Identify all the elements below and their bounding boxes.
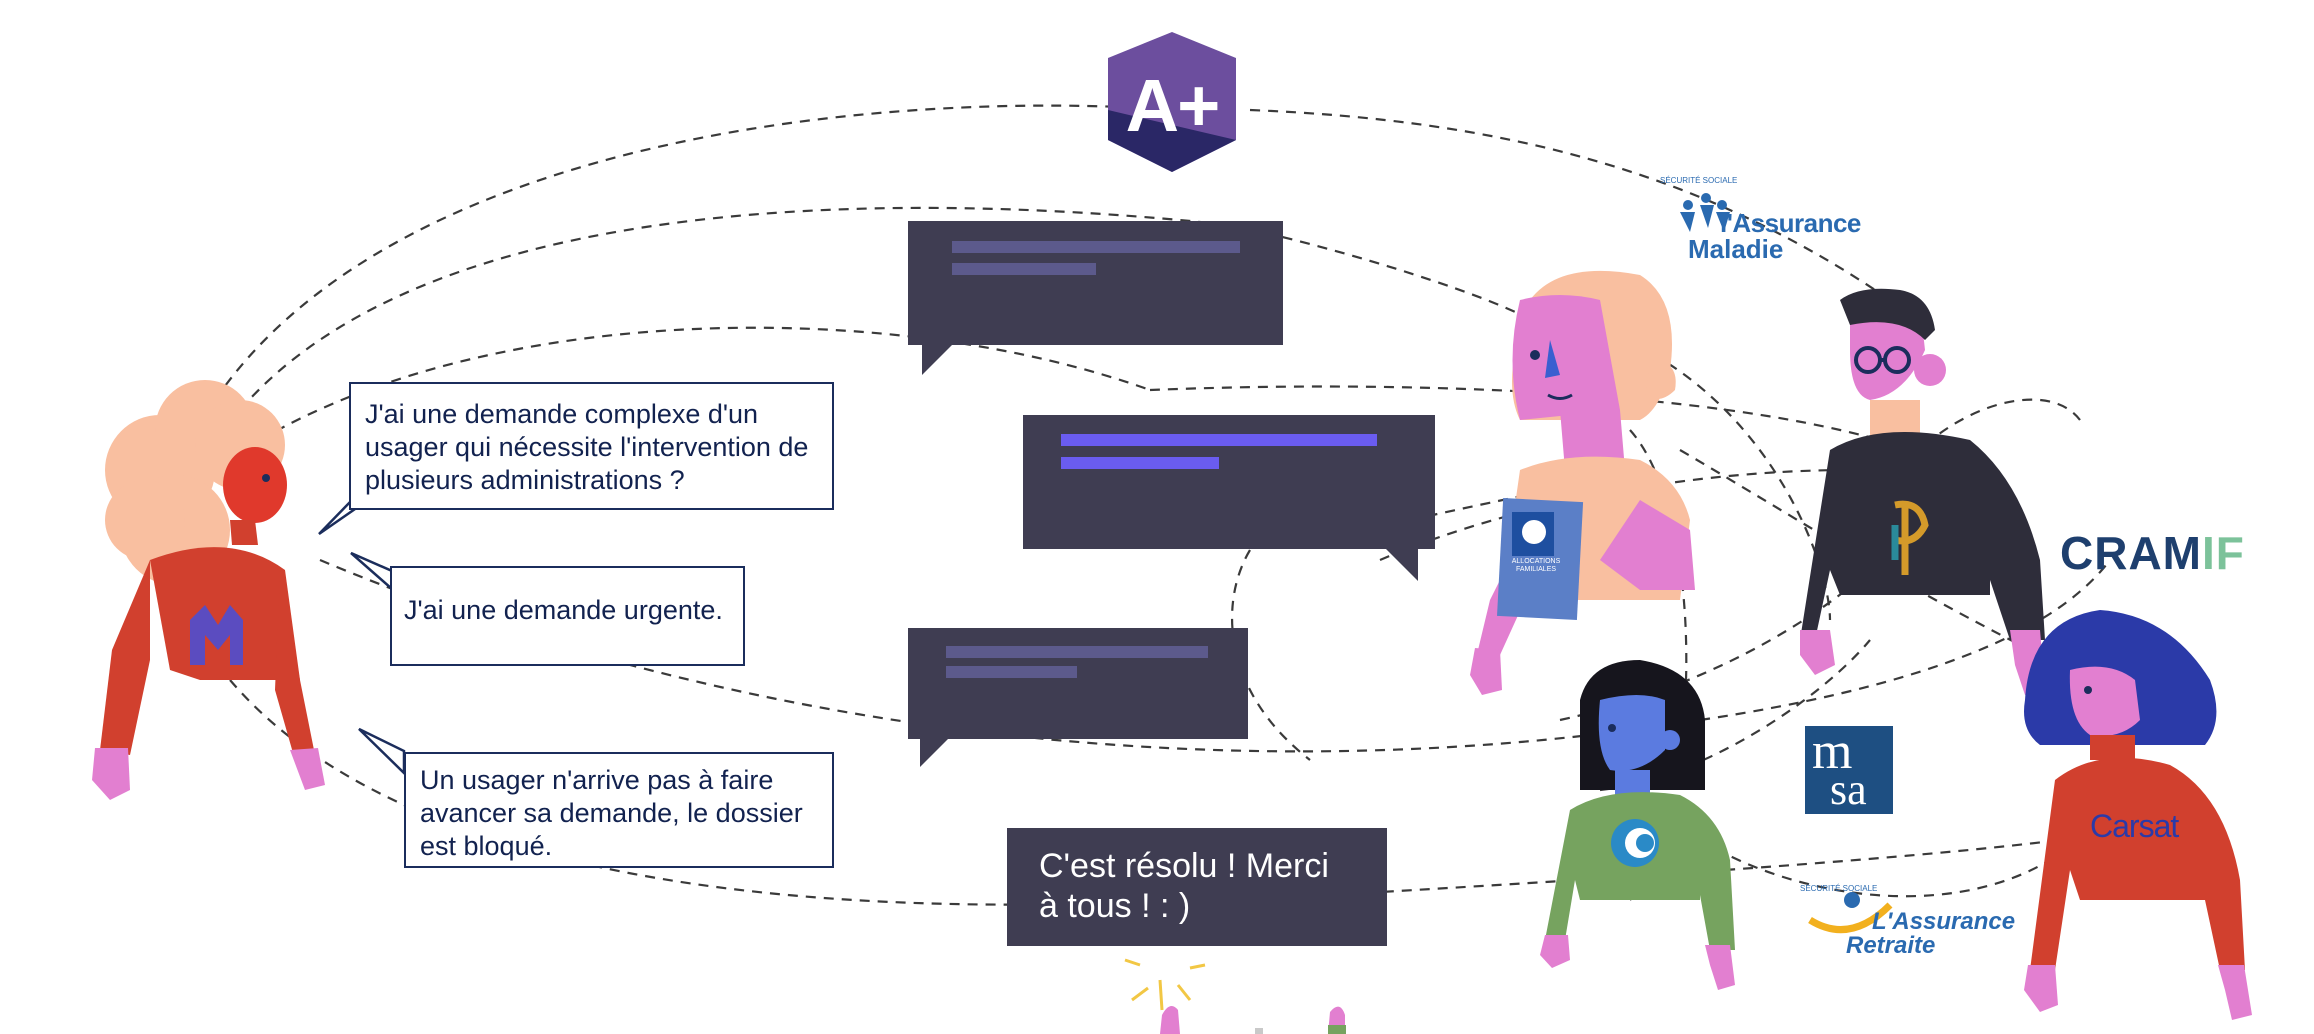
- message-bubble-blocked: Un usager n'arrive pas à faire avancer s…: [404, 752, 834, 868]
- assurance-retraite-top: SÉCURITÉ SOCIALE: [1800, 884, 1878, 893]
- placeholder-text-bar: [952, 241, 1240, 253]
- placeholder-text-bar: [952, 263, 1096, 275]
- cramif-logo: CRAMIF: [2060, 526, 2245, 580]
- assurance-maladie-line2: Maladie: [1688, 234, 1784, 264]
- message-bubble-urgent: J'ai une demande urgente.: [390, 566, 745, 666]
- assurance-maladie-line1: l'Assurance: [1720, 208, 1861, 238]
- chat-bubble-dark-2-tail: [1384, 547, 1418, 581]
- msa-logo-sa: sa: [1830, 765, 1867, 814]
- carsat-logo: Carsat: [2090, 808, 2179, 844]
- assurance-maladie-top: SÉCURITÉ SOCIALE: [1660, 176, 1738, 185]
- resolved-message-bubble: C'est résolu ! Merci à tous ! : ): [1007, 828, 1387, 946]
- placeholder-text-bar: [1061, 457, 1219, 469]
- chat-bubble-dark-1: [908, 221, 1283, 345]
- assurance-retraite-line1: L'Assurance: [1872, 908, 2016, 935]
- message-bubble-complex: J'ai une demande complexe d'un usager qu…: [349, 382, 834, 510]
- message-text: J'ai une demande urgente.: [404, 595, 723, 625]
- placeholder-text-bar: [1061, 434, 1377, 446]
- placeholder-text-bar: [946, 646, 1208, 658]
- cramif-logo-cram: CRAM: [2060, 527, 2202, 579]
- character-green-woman: [1540, 660, 1735, 990]
- character-glasses-man: [1800, 288, 2045, 695]
- msa-logo-m: m: [1812, 723, 1853, 780]
- chat-bubble-dark-1-tail: [922, 343, 954, 375]
- message-text: J'ai une demande complexe d'un usager qu…: [365, 399, 809, 495]
- a-plus-hex-logo: [1108, 32, 1236, 172]
- a-plus-logo-text: A+: [1125, 64, 1221, 147]
- assurance-maladie-people-icon: [1680, 193, 1730, 232]
- character-middle-man: [1470, 270, 1695, 695]
- character-carsat-woman: [2024, 610, 2252, 1020]
- message-text: Un usager n'arrive pas à faire avancer s…: [420, 765, 803, 861]
- placeholder-text-bar: [946, 666, 1077, 678]
- caf-book-label: ALLOCATIONS FAMILIALES: [1511, 558, 1561, 573]
- resolved-line-2: à tous ! : ): [1039, 887, 1191, 925]
- chat-bubble-dark-3: [908, 628, 1248, 739]
- msa-logo-box: [1805, 726, 1893, 814]
- character-left-woman: [92, 380, 325, 800]
- assurance-retraite-swoosh-icon: [1808, 892, 1893, 934]
- cramif-logo-if: IF: [2201, 527, 2245, 579]
- resolved-line-1: C'est résolu ! Merci: [1039, 847, 1329, 885]
- assurance-retraite-line2: Retraite: [1846, 932, 1936, 959]
- chat-bubble-dark-2: [1023, 415, 1435, 549]
- applause-hands-icon: [1124, 958, 1346, 1034]
- chat-bubble-dark-3-tail: [920, 737, 950, 767]
